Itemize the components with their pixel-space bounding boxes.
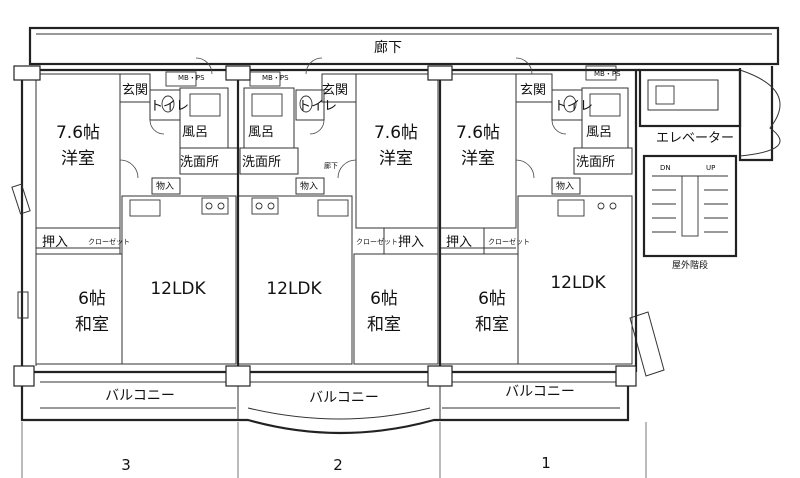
svg-text:洗面所: 洗面所	[180, 155, 219, 170]
corridor-label: 廊下	[374, 39, 402, 56]
svg-text:洋室: 洋室	[61, 149, 95, 169]
svg-text:和室: 和室	[75, 315, 109, 335]
storage	[151, 177, 181, 195]
svg-text:玄関: 玄関	[122, 83, 148, 98]
svg-text:MB・PS: MB・PS	[594, 70, 621, 78]
svg-text:玄関: 玄関	[322, 83, 348, 98]
unit-number-1: 1	[541, 454, 551, 472]
stairs-label: 屋外階段	[672, 259, 708, 271]
storage	[295, 177, 325, 195]
japanese-room	[439, 253, 519, 365]
elevator-shaft	[638, 68, 742, 128]
svg-text:洗面所: 洗面所	[576, 155, 615, 170]
corridor: 廊下	[28, 26, 781, 162]
balcony-band: バルコニー バルコニー バルコニー	[22, 370, 628, 420]
svg-text:6帖: 6帖	[478, 289, 506, 309]
svg-text:トイレ: トイレ	[554, 99, 593, 114]
svg-text:物入: 物入	[556, 180, 574, 192]
stairs	[642, 154, 738, 258]
svg-text:洗面所: 洗面所	[242, 155, 281, 170]
svg-text:クローゼット: クローゼット	[356, 237, 398, 246]
japanese-room	[353, 253, 439, 365]
entrance	[321, 73, 357, 103]
core: エレベーター DN UP 屋外階段	[629, 68, 742, 377]
entrance	[119, 73, 151, 103]
ldk	[121, 195, 237, 365]
svg-text:12LDK: 12LDK	[550, 273, 606, 293]
japanese-room	[35, 253, 123, 365]
toilet	[295, 89, 325, 121]
svg-text:トイレ: トイレ	[298, 99, 337, 114]
ldk	[517, 195, 633, 365]
svg-text:クローゼット: クローゼット	[488, 237, 530, 246]
svg-text:MB・PS: MB・PS	[262, 74, 289, 82]
svg-text:12LDK: 12LDK	[150, 279, 206, 299]
entrance	[515, 73, 553, 103]
svg-text:クローゼット: クローゼット	[88, 237, 130, 246]
unit-numbers: 3 2 1	[121, 454, 551, 474]
svg-text:洋室: 洋室	[461, 149, 495, 169]
unit-1: MB・PS 玄関 トイレ 風呂 洗面所 物入 7.6帖 洋室 押入 クローゼット…	[439, 57, 633, 365]
svg-text:風呂: 風呂	[586, 125, 612, 140]
svg-text:洋室: 洋室	[379, 149, 413, 169]
svg-text:DN: DN	[660, 164, 671, 172]
washroom	[573, 147, 633, 175]
structure	[13, 65, 638, 387]
elevator-label: エレベーター	[656, 131, 734, 146]
svg-text:風呂: 風呂	[248, 125, 274, 140]
unit-number-3: 3	[121, 456, 131, 474]
balcony-label-2: バルコニー	[309, 390, 379, 406]
svg-text:トイレ: トイレ	[150, 99, 189, 114]
unit-2: MB・PS 玄関 トイレ 風呂 洗面所 物入 廊下 7.6帖 洋室 クローゼット…	[237, 57, 439, 365]
svg-text:風呂: 風呂	[182, 125, 208, 140]
svg-text:和室: 和室	[475, 315, 509, 335]
svg-text:7.6帖: 7.6帖	[456, 123, 500, 143]
svg-text:7.6帖: 7.6帖	[56, 123, 100, 143]
svg-text:MB・PS: MB・PS	[178, 74, 205, 82]
svg-text:6帖: 6帖	[370, 289, 398, 309]
svg-text:押入: 押入	[42, 235, 68, 250]
svg-text:12LDK: 12LDK	[266, 279, 322, 299]
svg-text:廊下: 廊下	[324, 161, 338, 170]
svg-text:物入: 物入	[300, 180, 318, 192]
unit-number-2: 2	[333, 456, 343, 474]
storage	[551, 177, 581, 195]
svg-text:玄関: 玄関	[520, 83, 546, 98]
washroom	[239, 147, 299, 175]
unit-3: MB・PS 玄関 トイレ 風呂 洗面所 物入 7.6帖 洋室 押入 クローゼット…	[35, 57, 239, 365]
svg-text:UP: UP	[706, 164, 715, 172]
balcony-label-1: バルコニー	[505, 384, 575, 400]
svg-text:6帖: 6帖	[78, 289, 106, 309]
svg-text:7.6帖: 7.6帖	[374, 123, 418, 143]
balcony-label-3: バルコニー	[105, 388, 175, 404]
svg-text:和室: 和室	[367, 315, 401, 335]
svg-text:物入: 物入	[156, 180, 174, 192]
svg-text:押入: 押入	[446, 235, 472, 250]
svg-text:押入: 押入	[398, 235, 424, 250]
